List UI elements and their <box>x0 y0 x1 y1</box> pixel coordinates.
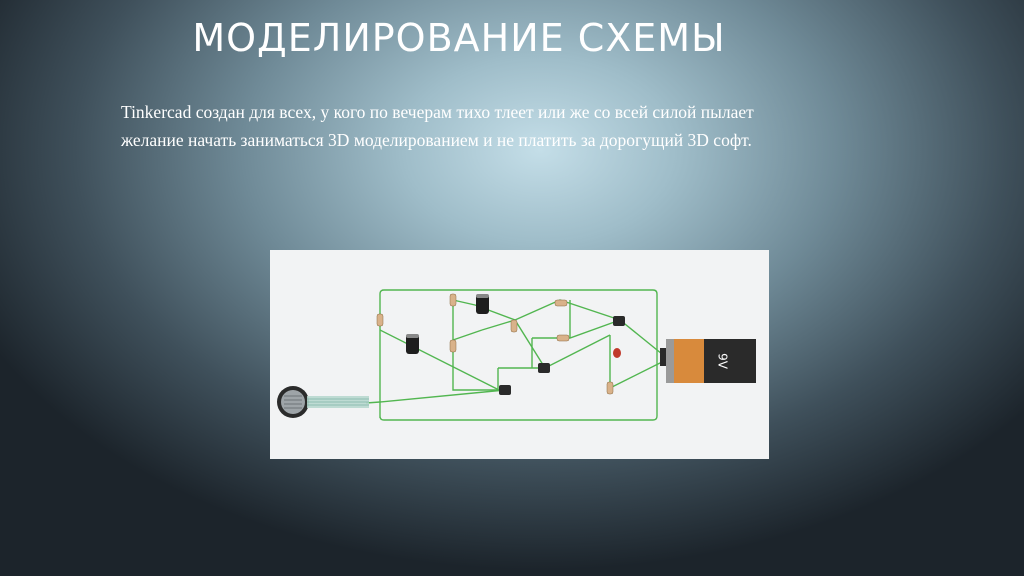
battery-orange <box>674 339 704 383</box>
resistor <box>449 293 457 307</box>
transistors <box>499 316 625 395</box>
circuit-screenshot: 9V <box>270 250 769 459</box>
wire <box>481 319 516 331</box>
capacitor <box>406 334 419 354</box>
wire-loop <box>379 289 658 421</box>
wire <box>379 329 506 394</box>
wire <box>532 319 621 339</box>
sensor-tail-lines <box>307 398 369 406</box>
resistor <box>449 339 457 353</box>
battery-black <box>704 339 756 383</box>
led <box>613 348 621 358</box>
resistor <box>510 319 518 333</box>
transistor <box>613 316 625 326</box>
capacitor <box>476 294 489 314</box>
capacitor-top <box>406 334 419 338</box>
capacitor-top <box>476 294 489 298</box>
force-sensor <box>277 386 369 418</box>
circuit-diagram: 9V <box>277 289 756 421</box>
slide-body-text: Tinkercad создан для всех, у кого по веч… <box>121 102 754 150</box>
resistors <box>376 293 614 395</box>
transistor <box>538 363 550 373</box>
wire <box>452 299 546 369</box>
resistor <box>606 381 614 395</box>
resistor <box>554 299 568 307</box>
wires <box>365 289 663 421</box>
led-body <box>613 348 621 358</box>
battery-label: 9V <box>716 353 730 370</box>
resistor <box>376 313 384 327</box>
wire <box>619 319 663 355</box>
wire <box>609 361 663 389</box>
resistor <box>556 334 570 342</box>
battery: 9V <box>660 339 756 383</box>
battery-terminal <box>660 348 666 366</box>
capacitors <box>406 294 489 354</box>
sensor-face <box>281 390 305 414</box>
wire <box>514 299 621 321</box>
wire <box>452 300 505 391</box>
wire <box>379 389 506 403</box>
slide-title: МОДЕЛИРОВАНИЕ СХЕМЫ <box>192 16 726 60</box>
sensor-pattern <box>284 395 302 409</box>
wire <box>452 329 483 341</box>
wire <box>544 334 611 369</box>
transistor <box>499 385 511 395</box>
